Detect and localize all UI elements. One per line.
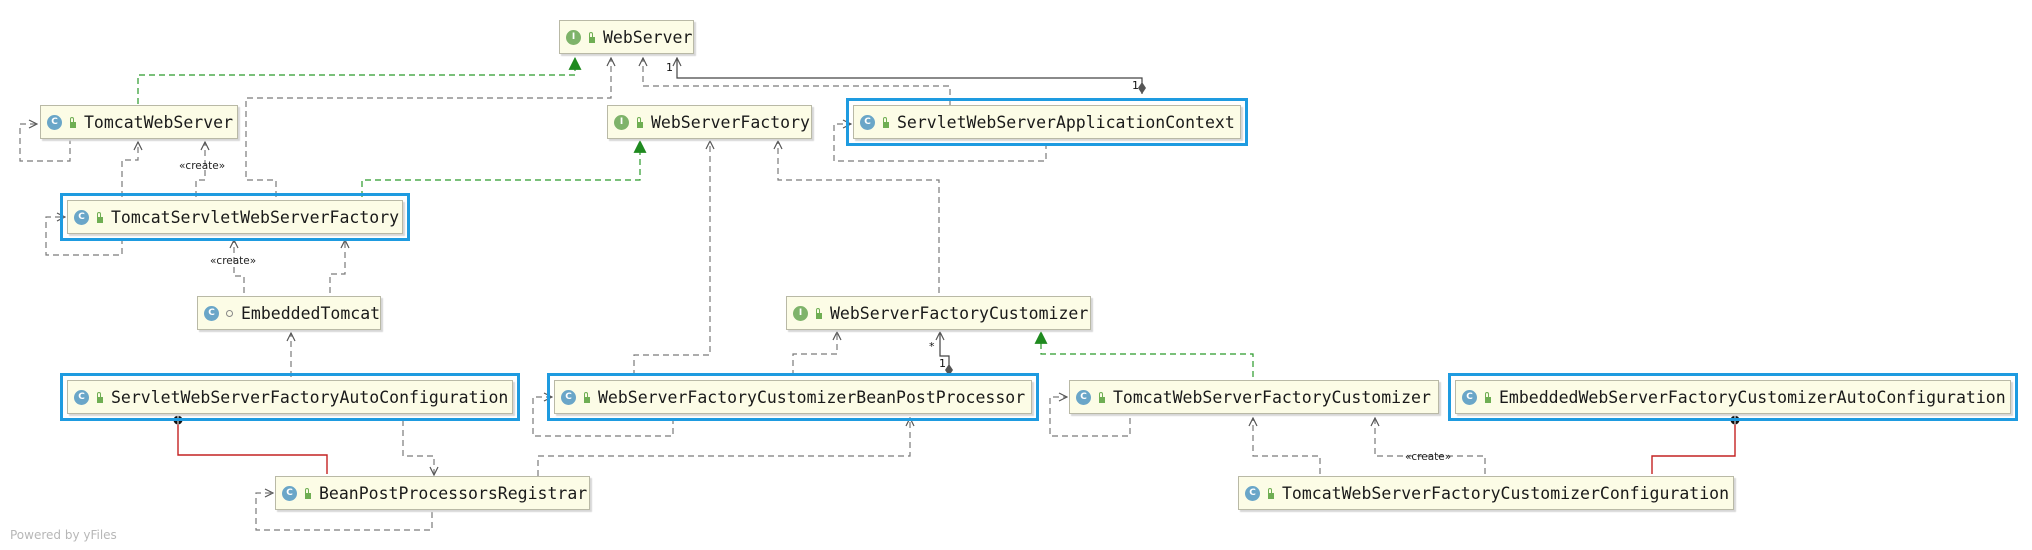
edge-bpp-to-wsfactory [633, 141, 710, 376]
multiplicity-label: 1 [939, 357, 946, 370]
node-tomcatservletwebserverfactory[interactable]: C TomcatServletWebServerFactory [60, 193, 410, 241]
public-lock-icon [1096, 391, 1106, 403]
edge-registrar-self [255, 493, 433, 531]
node-webserverfactorycustomizerbeanpostprocessor[interactable]: C WebServerFactoryCustomizerBeanPostProc… [547, 373, 1039, 421]
public-lock-icon [94, 391, 104, 403]
multiplicity-label: * [929, 340, 935, 353]
node-webserverfactory[interactable]: I WebServerFactory [607, 105, 812, 139]
class-icon: C [1462, 389, 1477, 405]
edge-config-nested-embeddedautoconfig [1651, 415, 1740, 474]
node-webserver[interactable]: I WebServer [559, 20, 694, 54]
public-lock-icon [880, 116, 890, 128]
interface-icon: I [566, 29, 581, 45]
node-label: EmbeddedWebServerFactoryCustomizerAutoCo… [1499, 387, 2006, 407]
node-servletwebserverfactoryautoconfiguration[interactable]: C ServletWebServerFactoryAutoConfigurati… [60, 373, 520, 421]
watermark: Powered by yFiles [10, 528, 117, 542]
node-webserverfactorycustomizer[interactable]: I WebServerFactoryCustomizer [786, 296, 1091, 330]
edge-bpp-self [532, 397, 674, 437]
node-label: WebServerFactoryCustomizerBeanPostProces… [598, 387, 1026, 407]
edge-tomcatwsfc-realizes-wsfcustomizer [1034, 330, 1254, 377]
public-lock-icon [813, 307, 823, 319]
public-lock-icon [67, 116, 77, 128]
class-icon: C [860, 114, 875, 130]
edge-appcontext-to-webserver [643, 58, 951, 105]
multiplicity-label: 1 [1132, 79, 1139, 92]
edge-factory-to-tomcatwebserver [121, 142, 138, 197]
edge-tomcat-webserver-self [19, 124, 71, 162]
edge-autoconfig-to-registrar [402, 420, 434, 475]
node-label: TomcatWebServerFactoryCustomizerConfigur… [1282, 483, 1730, 503]
public-lock-icon [1482, 391, 1492, 403]
class-icon: C [74, 209, 89, 225]
public-lock-icon [581, 391, 591, 403]
edge-config-to-tomcatwsfc [1253, 418, 1321, 474]
edge-wsfcustomizer-to-wsfactory [778, 141, 940, 293]
edge-config-create-tomcatwsfc [1375, 418, 1486, 474]
node-label: ServletWebServerFactoryAutoConfiguration [111, 387, 509, 407]
create-label: «create» [179, 160, 226, 172]
node-tomcatwebserverfactorycustomizer[interactable]: C TomcatWebServerFactoryCustomizer [1069, 380, 1439, 414]
node-beanpostprocessorsregistrar[interactable]: C BeanPostProcessorsRegistrar [275, 476, 590, 510]
edge-bpp-to-wsfcustomizer [792, 332, 837, 376]
interface-icon: I [793, 305, 808, 321]
interface-icon: I [614, 114, 629, 130]
edge-registrar-nested-autoconfig [173, 415, 328, 474]
node-label: ServletWebServerApplicationContext [897, 112, 1235, 132]
edge-tomcatwsfc-self [1049, 397, 1131, 437]
public-lock-icon [94, 211, 104, 223]
edge-factory-self [45, 217, 123, 256]
node-tomcatwebserverfactorycustomizerconfiguration[interactable]: C TomcatWebServerFactoryCustomizerConfig… [1238, 476, 1734, 510]
node-label: TomcatServletWebServerFactory [111, 207, 400, 227]
node-embeddedwebserverfactorycustomizerautoconfiguration[interactable]: C EmbeddedWebServerFactoryCustomizerAuto… [1448, 373, 2018, 421]
public-lock-icon [634, 116, 644, 128]
node-label: WebServerFactoryCustomizer [830, 303, 1089, 323]
class-icon: C [47, 114, 62, 130]
edge-factory-realizes-wsfactory [361, 139, 647, 197]
edge-embedded-to-factory [329, 240, 345, 293]
create-label: «create» [1405, 451, 1452, 463]
class-icon: C [1076, 389, 1091, 405]
class-icon: C [282, 485, 297, 501]
public-lock-icon [1265, 487, 1275, 499]
node-servletwebserverapplicationcontext[interactable]: C ServletWebServerApplicationContext [846, 98, 1248, 146]
node-label: TomcatWebServerFactoryCustomizer [1113, 387, 1431, 407]
class-icon: C [204, 305, 219, 321]
edge-factory-to-webserver [245, 58, 611, 197]
node-label: TomcatWebServer [84, 112, 234, 132]
public-lock-icon [302, 487, 312, 499]
edge-factory-create-tomcatwebserver [195, 142, 205, 197]
edge-tomcatwebserver-realizes-webserver [137, 56, 582, 104]
class-icon: C [1245, 485, 1260, 501]
edge-registrar-to-bpp [537, 418, 910, 476]
node-embeddedtomcat[interactable]: C EmbeddedTomcat [197, 296, 381, 330]
public-lock-icon [586, 31, 596, 43]
node-label: WebServer [603, 27, 693, 47]
edge-bpp-assoc-wsfcustomizer [940, 332, 949, 376]
node-label: WebServerFactory [651, 112, 810, 132]
create-label: «create» [210, 255, 257, 267]
node-label: EmbeddedTomcat [241, 303, 381, 323]
edge-appcontext-self [833, 124, 1047, 162]
node-tomcatwebserver[interactable]: C TomcatWebServer [40, 105, 238, 139]
class-icon: C [561, 389, 576, 405]
package-visibility-icon [224, 307, 234, 319]
edge-embedded-create-factory [234, 240, 245, 293]
multiplicity-label: 1 [666, 61, 673, 74]
node-label: BeanPostProcessorsRegistrar [319, 483, 588, 503]
class-icon: C [74, 389, 89, 405]
edge-appcontext-assoc-webserver [677, 58, 1142, 94]
